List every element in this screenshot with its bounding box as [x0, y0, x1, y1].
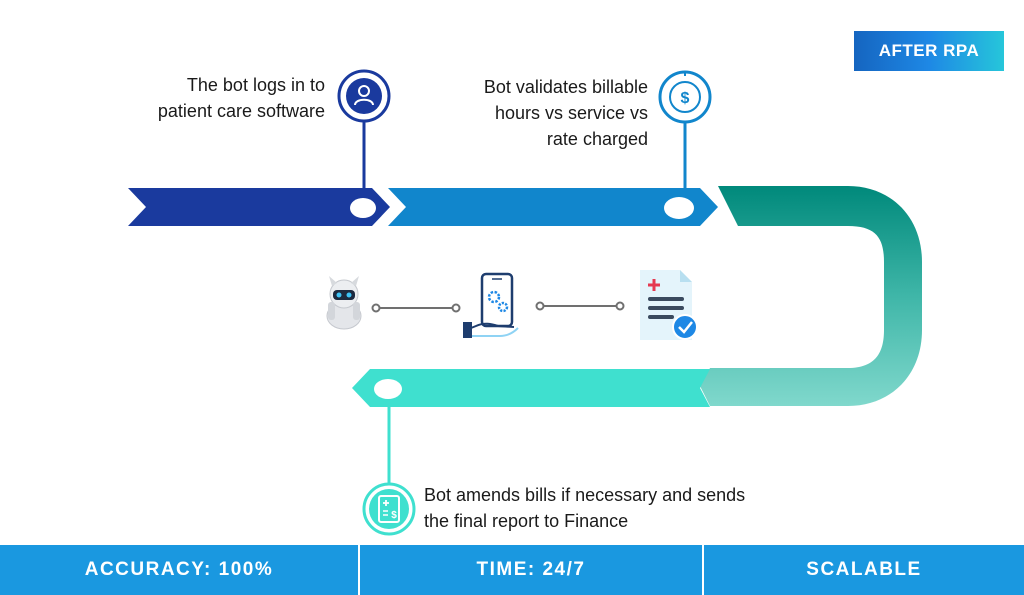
step3-line1: Bot amends bills if necessary and sends [424, 485, 746, 505]
step3-line2: the final report to Finance [424, 511, 629, 531]
phone-gears-icon [463, 272, 519, 338]
svg-text:$: $ [681, 90, 690, 107]
step2-line3: rate charged [546, 129, 648, 149]
step3-node [374, 379, 402, 399]
footer-accuracy: ACCURACY: 100% [0, 545, 360, 595]
step2-text: Bot validates billable hours vs service … [420, 74, 648, 152]
footer-time: TIME: 24/7 [360, 545, 704, 595]
step2-line1: Bot validates billable [483, 77, 648, 97]
step1-text: The bot logs in to patient care software [120, 72, 325, 124]
flow-arrow-step2 [388, 188, 718, 226]
flow-arrow-step1 [128, 188, 390, 226]
step1-line2: patient care software [157, 101, 325, 121]
dollar-icon: $ [658, 70, 712, 124]
user-icon [337, 69, 391, 123]
robot-icon [326, 276, 362, 330]
flow-curve [700, 186, 922, 406]
flow-arrow-step3 [352, 369, 710, 407]
step2-line2: hours vs service vs [494, 103, 648, 123]
process-connector-1-end [451, 303, 461, 313]
process-connector-2-start [535, 301, 545, 311]
process-flow-diagram: $ $ [128, 69, 922, 536]
step1-node [350, 198, 376, 218]
process-connector-2-end [615, 301, 625, 311]
footer-scalable: SCALABLE [806, 559, 922, 580]
step1-line1: The bot logs in to [186, 75, 325, 95]
step3-text: Bot amends bills if necessary and sends … [424, 482, 804, 534]
step2-node [664, 197, 694, 219]
invoice-icon: $ [362, 482, 416, 536]
document-check-icon [640, 270, 698, 340]
after-rpa-badge: AFTER RPA [854, 31, 1004, 71]
process-connector-1-start [371, 303, 381, 313]
svg-text:$: $ [391, 510, 397, 521]
footer-bar: ACCURACY: 100% TIME: 24/7 SCALABLE [0, 545, 1024, 595]
